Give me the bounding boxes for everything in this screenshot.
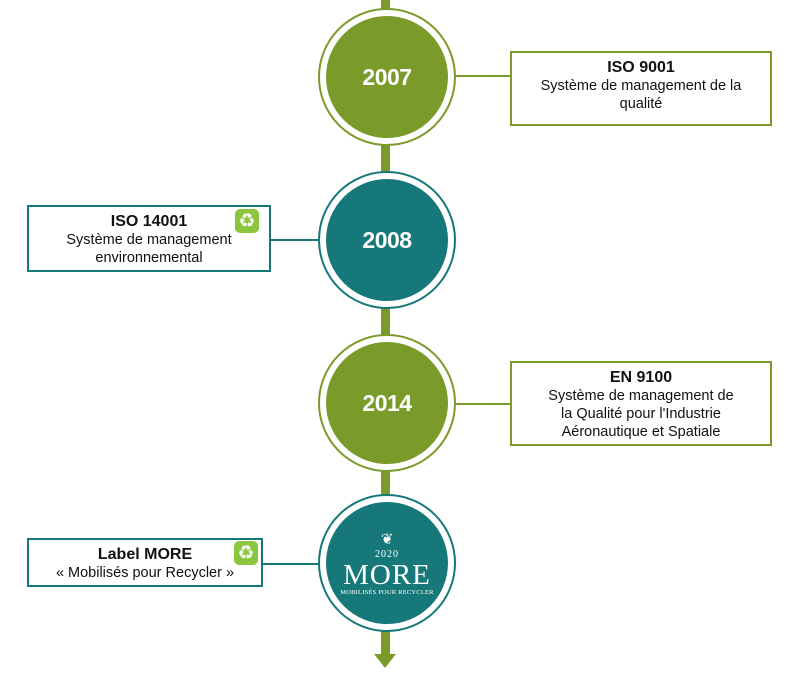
recycle-icon: ♻ [234,541,258,565]
milestone-node-more: ❦ 2020 MORE MOBILISÉS POUR RECYCLER [318,494,456,632]
more-logo-subtitle: MOBILISÉS POUR RECYCLER [340,589,434,596]
more-logo-word: MORE [343,559,431,591]
milestone-title: ISO 9001 [607,59,675,76]
milestone-description-line: Système de management de [548,388,734,404]
milestone-card-iso-9001: ISO 9001 Système de management de la qua… [510,51,772,126]
milestone-node-2008: 2008 [318,171,456,309]
milestone-description-line: environnemental [95,250,203,266]
milestone-description-line: « Mobilisés pour Recycler » [55,565,235,581]
milestone-year: 2008 [326,179,448,301]
connector-2014 [452,403,510,405]
more-logo: ❦ 2020 MORE MOBILISÉS POUR RECYCLER [326,502,448,624]
milestone-node-2007: 2007 [318,8,456,146]
connector-2007 [452,75,510,77]
milestone-title: Label MORE [97,546,193,563]
milestone-description-line: la Qualité pour l'Industrie [561,406,721,422]
connector-2008 [271,239,321,241]
milestone-node-2014: 2014 [318,334,456,472]
milestone-year: 2014 [326,342,448,464]
milestone-card-iso-14001: ISO 14001 Système de management environn… [27,205,271,272]
milestone-card-label-more: Label MORE « Mobilisés pour Recycler » [27,538,263,587]
more-logo-year: 2020 [375,549,399,560]
connector-more [262,563,321,565]
milestone-year: 2007 [326,16,448,138]
timeline-axis [381,0,390,655]
recycle-icon: ♻ [235,209,259,233]
milestone-title: EN 9100 [609,369,673,386]
laurel-icon: ❦ [380,530,394,548]
milestone-description-line: Système de management de la [540,78,742,94]
milestone-description-line: Aéronautique et Spatiale [561,424,721,440]
milestone-description-line: qualité [619,96,663,112]
milestone-description-line: Système de management [66,232,232,248]
milestone-title: ISO 14001 [110,213,188,230]
timeline-arrow-head [374,654,396,668]
milestone-card-en-9100: EN 9100 Système de management de la Qual… [510,361,772,446]
